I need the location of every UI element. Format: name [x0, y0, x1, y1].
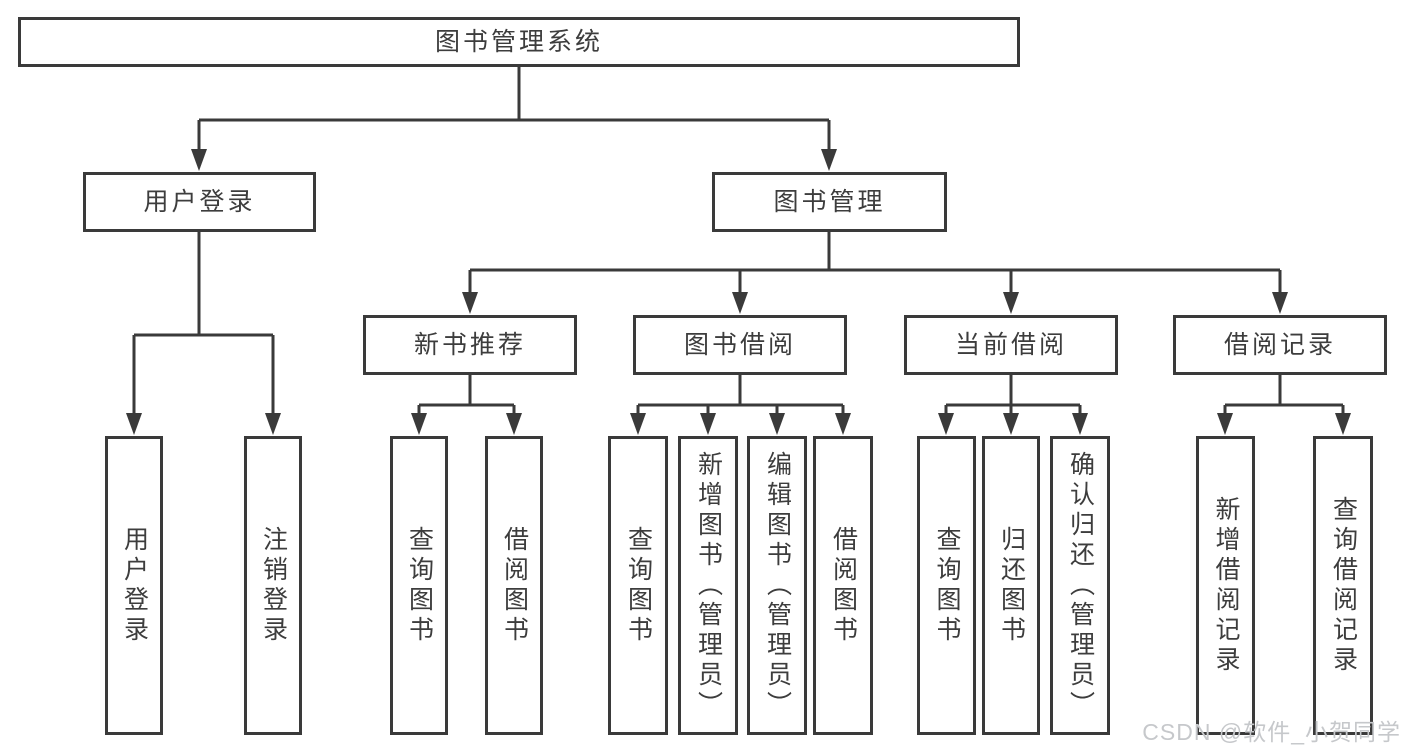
node-user-login-label: 用户登录 [143, 187, 256, 216]
connector-book-management-to-groups [468, 232, 1282, 296]
leaf-current-query-books: 查询图书 [917, 436, 976, 735]
leaf-records-query-record: 查询借阅记录 [1313, 436, 1373, 735]
node-current-borrowing-label: 当前借阅 [954, 330, 1067, 359]
node-book-management-label: 图书管理 [773, 187, 886, 216]
leaf-recommend-query-books: 查询图书 [390, 436, 448, 735]
leaf-borrowing-add-books-admin-label: 新增图书（管理员） [694, 450, 723, 721]
leaf-borrowing-borrow-books: 借阅图书 [813, 436, 873, 735]
leaf-user-login: 用户登录 [105, 436, 163, 735]
connector-borrowing-to-leaves [636, 375, 845, 417]
leaf-current-return-books-label: 归还图书 [997, 525, 1026, 646]
node-new-book-recommendation: 新书推荐 [363, 315, 577, 375]
leaf-current-query-books-label: 查询图书 [933, 525, 961, 646]
leaf-borrowing-add-books-admin: 新增图书（管理员） [678, 436, 738, 735]
node-book-management: 图书管理 [712, 172, 947, 232]
leaf-records-add-record: 新增借阅记录 [1196, 436, 1255, 735]
leaf-recommend-query-books-label: 查询图书 [405, 525, 434, 646]
node-current-borrowing: 当前借阅 [904, 315, 1118, 375]
leaf-logout: 注销登录 [244, 436, 302, 735]
connector-records-to-leaves [1223, 375, 1345, 417]
leaf-logout-label: 注销登录 [259, 525, 288, 646]
connector-root-to-level2 [197, 66, 831, 152]
leaf-borrowing-query-books-label: 查询图书 [624, 525, 653, 646]
node-library-management-system-label: 图书管理系统 [434, 27, 603, 56]
leaf-records-query-record-label: 查询借阅记录 [1329, 495, 1358, 676]
connector-new-book-to-leaves [417, 375, 516, 417]
node-library-management-system: 图书管理系统 [18, 17, 1020, 67]
node-book-borrowing-label: 图书借阅 [683, 330, 796, 359]
node-new-book-recommendation-label: 新书推荐 [413, 330, 526, 359]
node-borrowing-records: 借阅记录 [1173, 315, 1387, 375]
leaf-borrowing-borrow-books-label: 借阅图书 [829, 525, 858, 646]
leaf-borrowing-edit-books-admin-label: 编辑图书（管理员） [763, 450, 792, 721]
connector-current-to-leaves [944, 375, 1082, 417]
connector-user-login-to-leaves [132, 232, 275, 417]
node-user-login: 用户登录 [83, 172, 316, 232]
leaf-borrowing-query-books: 查询图书 [608, 436, 668, 735]
leaf-borrowing-edit-books-admin: 编辑图书（管理员） [747, 436, 807, 735]
leaf-recommend-borrow-books-label: 借阅图书 [500, 525, 529, 646]
node-borrowing-records-label: 借阅记录 [1223, 330, 1336, 359]
leaf-current-confirm-return-admin: 确认归还（管理员） [1050, 436, 1110, 735]
leaf-current-return-books: 归还图书 [982, 436, 1040, 735]
leaf-records-add-record-label: 新增借阅记录 [1212, 495, 1240, 676]
leaf-current-confirm-return-admin-label: 确认归还（管理员） [1066, 450, 1095, 721]
watermark: CSDN @软件_小贺同学 [1142, 719, 1401, 745]
leaf-user-login-label: 用户登录 [120, 525, 149, 646]
node-book-borrowing: 图书借阅 [633, 315, 847, 375]
leaf-recommend-borrow-books: 借阅图书 [485, 436, 543, 735]
